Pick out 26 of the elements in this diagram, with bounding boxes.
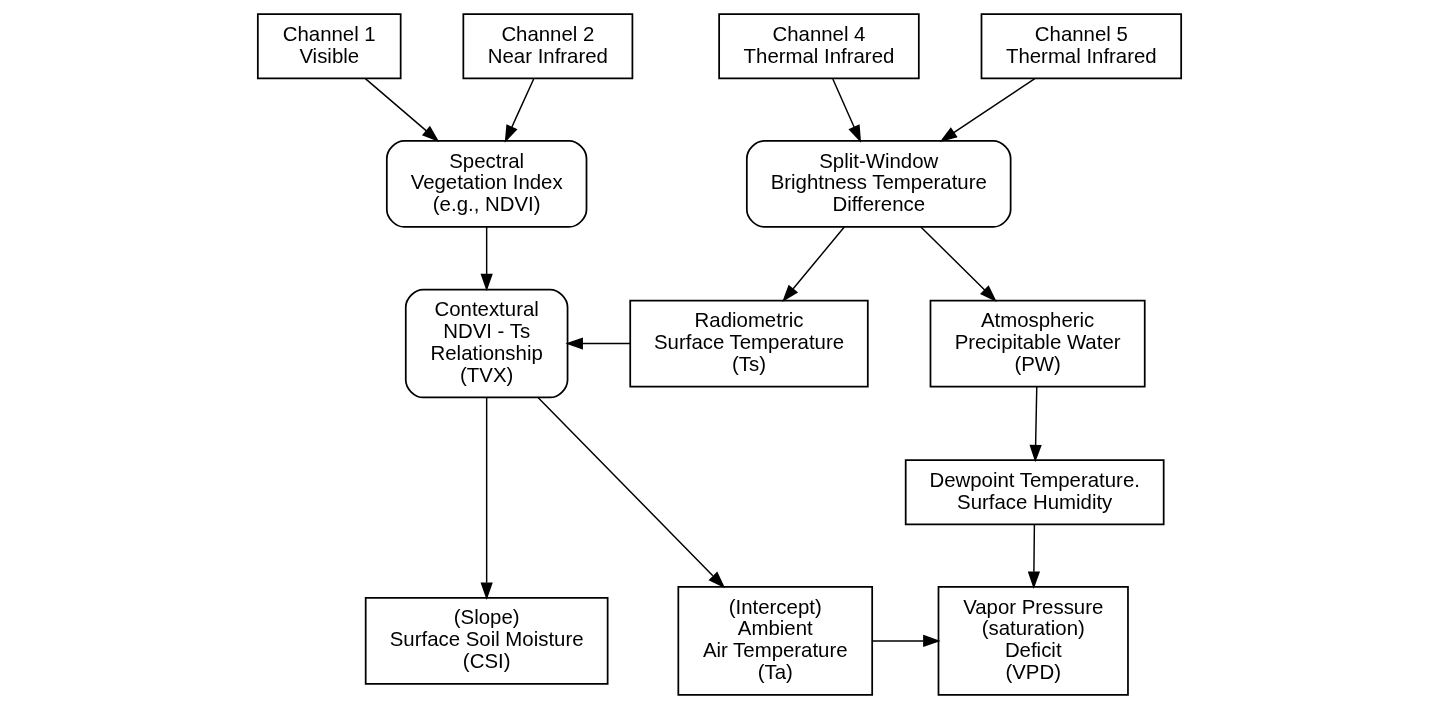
node-box: (Slope) Surface Soil Moisture (CSI) [364,597,608,685]
node-box: (Intercept) Ambient Air Temperature (Ta) [676,586,873,696]
arrow [480,226,493,292]
arrow [564,337,631,350]
node-box: Split-Window Brightness Temperature Difference [745,140,1011,228]
node-box: Contextural NDVI - Ts Relationship (TVX) [404,288,568,399]
node-box: Atmospheric Precipitable Water (PW) [929,299,1146,388]
node-box: Radiometric Surface Temperature (Ts) [628,299,869,388]
node-box: Vapor Pressure (saturation) Deficit (VPD) [937,586,1129,696]
arrow [504,78,534,143]
node-box: Channel 1 Visible [256,13,402,80]
arrow [871,634,941,648]
arrow [1028,386,1042,463]
arrow [831,78,861,143]
node-box: Channel 5 Thermal Infrared [980,13,1182,80]
arrow [919,226,997,302]
node-box: Spectral Vegetation Index (e.g., NDVI) [385,140,587,228]
arrow [1027,523,1040,589]
node-box: Channel 2 Near Infrared [461,13,633,80]
arrow [537,396,725,589]
node-box: Channel 4 Thermal Infrared [717,13,920,80]
arrow [480,396,493,600]
arrow [781,226,845,303]
node-box: Dewpoint Temperature. Surface Humidity [904,459,1165,526]
arrow [939,77,1036,142]
arrow [364,77,439,142]
